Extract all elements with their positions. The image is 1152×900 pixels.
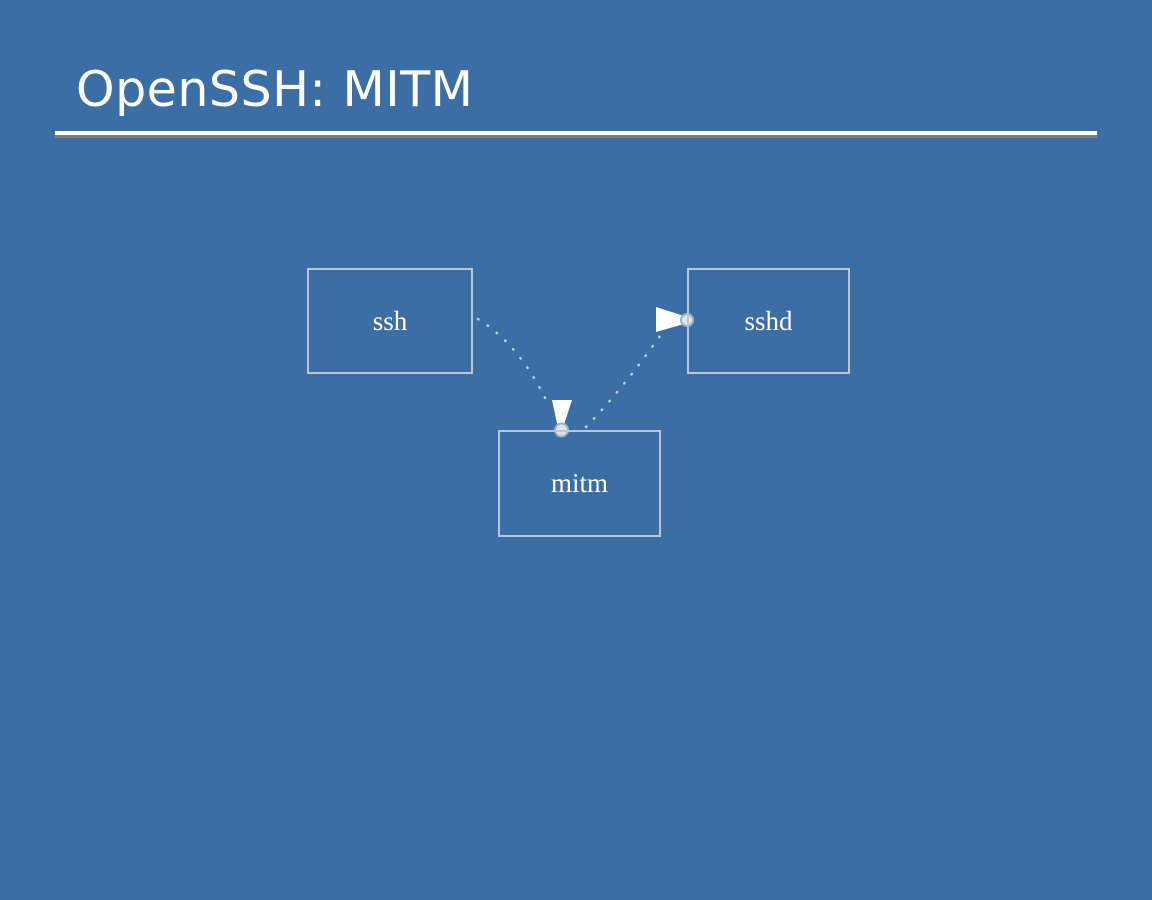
title-divider <box>55 131 1097 138</box>
node-mitm-label: mitm <box>550 468 608 498</box>
node-mitm[interactable]: mitm <box>498 430 661 537</box>
edge-mitm-to-sshd <box>584 307 694 429</box>
node-sshd[interactable]: sshd <box>687 268 850 374</box>
edge-ssh-to-mitm-line <box>476 317 550 406</box>
page-title: OpenSSH: MITM <box>76 61 474 118</box>
node-ssh-label: ssh <box>372 305 408 336</box>
node-ssh[interactable]: ssh <box>307 268 473 374</box>
node-sshd-label: sshd <box>744 305 793 336</box>
edge-mitm-to-sshd-line <box>584 327 667 429</box>
title-divider-highlight <box>55 131 1097 135</box>
title-divider-shadow <box>55 135 1097 138</box>
edge-ssh-to-mitm <box>476 317 572 438</box>
title-block: OpenSSH: MITM <box>0 0 1152 150</box>
edge-ssh-to-mitm-arrowhead <box>552 400 572 428</box>
edge-mitm-to-sshd-arrowhead <box>656 307 684 332</box>
